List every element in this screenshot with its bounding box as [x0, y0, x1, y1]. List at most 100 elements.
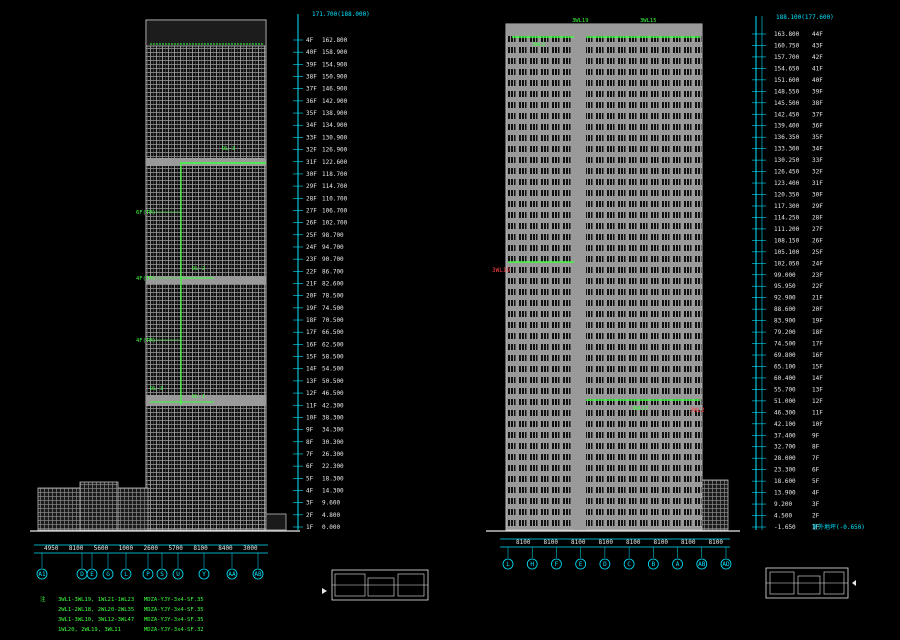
- left-level-elevation: 38.300: [322, 414, 344, 421]
- left-level-elevation: 98.700: [322, 232, 344, 239]
- left-level-floor: 28F: [306, 195, 317, 202]
- right-ground-note: 室外地坪(-0.650): [812, 523, 865, 531]
- right-level-floor: 4F: [812, 490, 820, 497]
- right-level-floor: 16F: [812, 352, 823, 359]
- right-core-strip: [574, 24, 586, 530]
- right-level-floor: 23F: [812, 272, 823, 279]
- right-level-floor: 42F: [812, 54, 823, 61]
- right-level-floor: 18F: [812, 329, 823, 336]
- right-level-floor: 20F: [812, 306, 823, 313]
- left-axis-label: L: [124, 571, 128, 578]
- left-axis-circle: [252, 568, 264, 580]
- right-level-elevation: 4.500: [774, 513, 792, 520]
- left-axis-label: AB: [254, 571, 262, 578]
- right-axis-circle: [526, 558, 538, 570]
- left-level-floor: 27F: [306, 207, 317, 214]
- right-level-floor: 43F: [812, 42, 823, 49]
- right-level-floor: 38F: [812, 100, 823, 107]
- left-axis-label: E: [90, 571, 94, 578]
- left-level-floor: 25F: [306, 232, 317, 239]
- right-axis-label: E: [579, 561, 583, 568]
- left-podium-low: [265, 513, 287, 531]
- right-level-elevation: 69.800: [774, 352, 796, 359]
- left-level-floor: 3F: [306, 500, 314, 507]
- right-level-floor: 39F: [812, 88, 823, 95]
- right-level-floor: 14F: [812, 375, 823, 382]
- right-zone-label-4: 3WL17: [632, 406, 649, 412]
- right-level-elevation: 74.500: [774, 341, 796, 348]
- right-annex: [701, 479, 729, 531]
- right-level-elevation: 117.300: [774, 203, 800, 210]
- left-level-floor: 29F: [306, 183, 317, 190]
- left-level-elevation: 154.900: [322, 61, 348, 68]
- right-level-elevation: 145.500: [774, 100, 800, 107]
- right-axis-circle: [551, 558, 562, 570]
- right-level-elevation: 60.400: [774, 375, 796, 382]
- right-level-elevation: 111.200: [774, 226, 800, 233]
- left-tower-crown: [145, 19, 267, 47]
- left-level-elevation: 102.700: [322, 220, 348, 227]
- left-note-cable: MDZA-YJY-3x4-SF.35: [144, 607, 204, 613]
- left-level-elevation: 94.700: [322, 244, 344, 251]
- left-level-floor: 30F: [306, 171, 317, 178]
- left-dimension-value: 5700: [168, 545, 183, 552]
- left-note-circuits: 3WL1-3WL19, 1WL21-1WL23: [58, 597, 134, 603]
- left-note-cable: MDZA-YJY-3x4-SF.32: [144, 627, 204, 633]
- left-level-elevation: 34.300: [322, 427, 344, 434]
- right-zone-label-3: 3WL2: [532, 42, 545, 48]
- left-level-floor: 1F: [306, 524, 314, 531]
- right-tower-facade: [505, 23, 703, 531]
- right-axis-label: L: [506, 561, 510, 568]
- left-level-floor: 20F: [306, 293, 317, 300]
- left-note-circuits: 1WL20, 2WL19, 3WL11: [58, 627, 121, 633]
- left-level-elevation: 162.800: [322, 37, 348, 44]
- left-zone-label-3: DL-1: [192, 394, 205, 400]
- left-level-elevation: 158.900: [322, 49, 348, 56]
- left-level-elevation: 58.500: [322, 354, 344, 361]
- right-level-elevation: 23.300: [774, 467, 796, 474]
- left-side-label: 4F(TM): [136, 338, 156, 344]
- right-level-elevation: 148.550: [774, 88, 800, 95]
- right-axis-circle: [599, 558, 611, 570]
- left-level-floor: 8F: [306, 439, 314, 446]
- left-tower-facade: [145, 19, 267, 531]
- left-level-floor: 31F: [306, 159, 317, 166]
- left-level-floor: 12F: [306, 390, 317, 397]
- right-level-elevation: 46.300: [774, 409, 796, 416]
- left-level-floor: 10F: [306, 414, 317, 421]
- right-level-floor: 19F: [812, 318, 823, 325]
- left-note-circuits: 3WL1-3WL10, 3WL12-3WL47: [58, 617, 134, 623]
- right-level-elevation: 18.600: [774, 478, 796, 485]
- right-level-elevation: 105.100: [774, 249, 800, 256]
- left-level-elevation: 18.300: [322, 475, 344, 482]
- left-level-floor: 6F: [306, 463, 314, 470]
- left-band-1: [146, 158, 266, 166]
- right-level-floor: 37F: [812, 111, 823, 118]
- left-level-elevation: 66.500: [322, 329, 344, 336]
- left-level-floor: 22F: [306, 268, 317, 275]
- left-axis-circle: [172, 568, 184, 580]
- right-level-floor: 41F: [812, 65, 823, 72]
- right-level-floor: 1F: [812, 524, 820, 531]
- left-level-elevation: 42.300: [322, 402, 344, 409]
- left-level-elevation: 114.700: [322, 183, 348, 190]
- left-level-elevation: 74.500: [322, 305, 344, 312]
- right-dimension-value: 8100: [709, 539, 724, 546]
- left-level-elevation: 26.300: [322, 451, 344, 458]
- right-level-floor: 40F: [812, 77, 823, 84]
- left-zone-label-2: DL-2: [192, 266, 205, 272]
- right-level-floor: 44F: [812, 31, 823, 38]
- left-axis-label: S: [160, 571, 164, 578]
- right-axis-circle: [502, 558, 514, 570]
- right-level-floor: 31F: [812, 180, 823, 187]
- left-level-floor: 34F: [306, 122, 317, 129]
- right-axis-circle: [623, 558, 635, 570]
- right-level-elevation: 163.800: [774, 31, 800, 38]
- right-axis-label: A: [676, 561, 680, 568]
- right-level-floor: 17F: [812, 341, 823, 348]
- left-dimension-value: 8400: [218, 545, 233, 552]
- right-axis-label: F: [555, 561, 559, 568]
